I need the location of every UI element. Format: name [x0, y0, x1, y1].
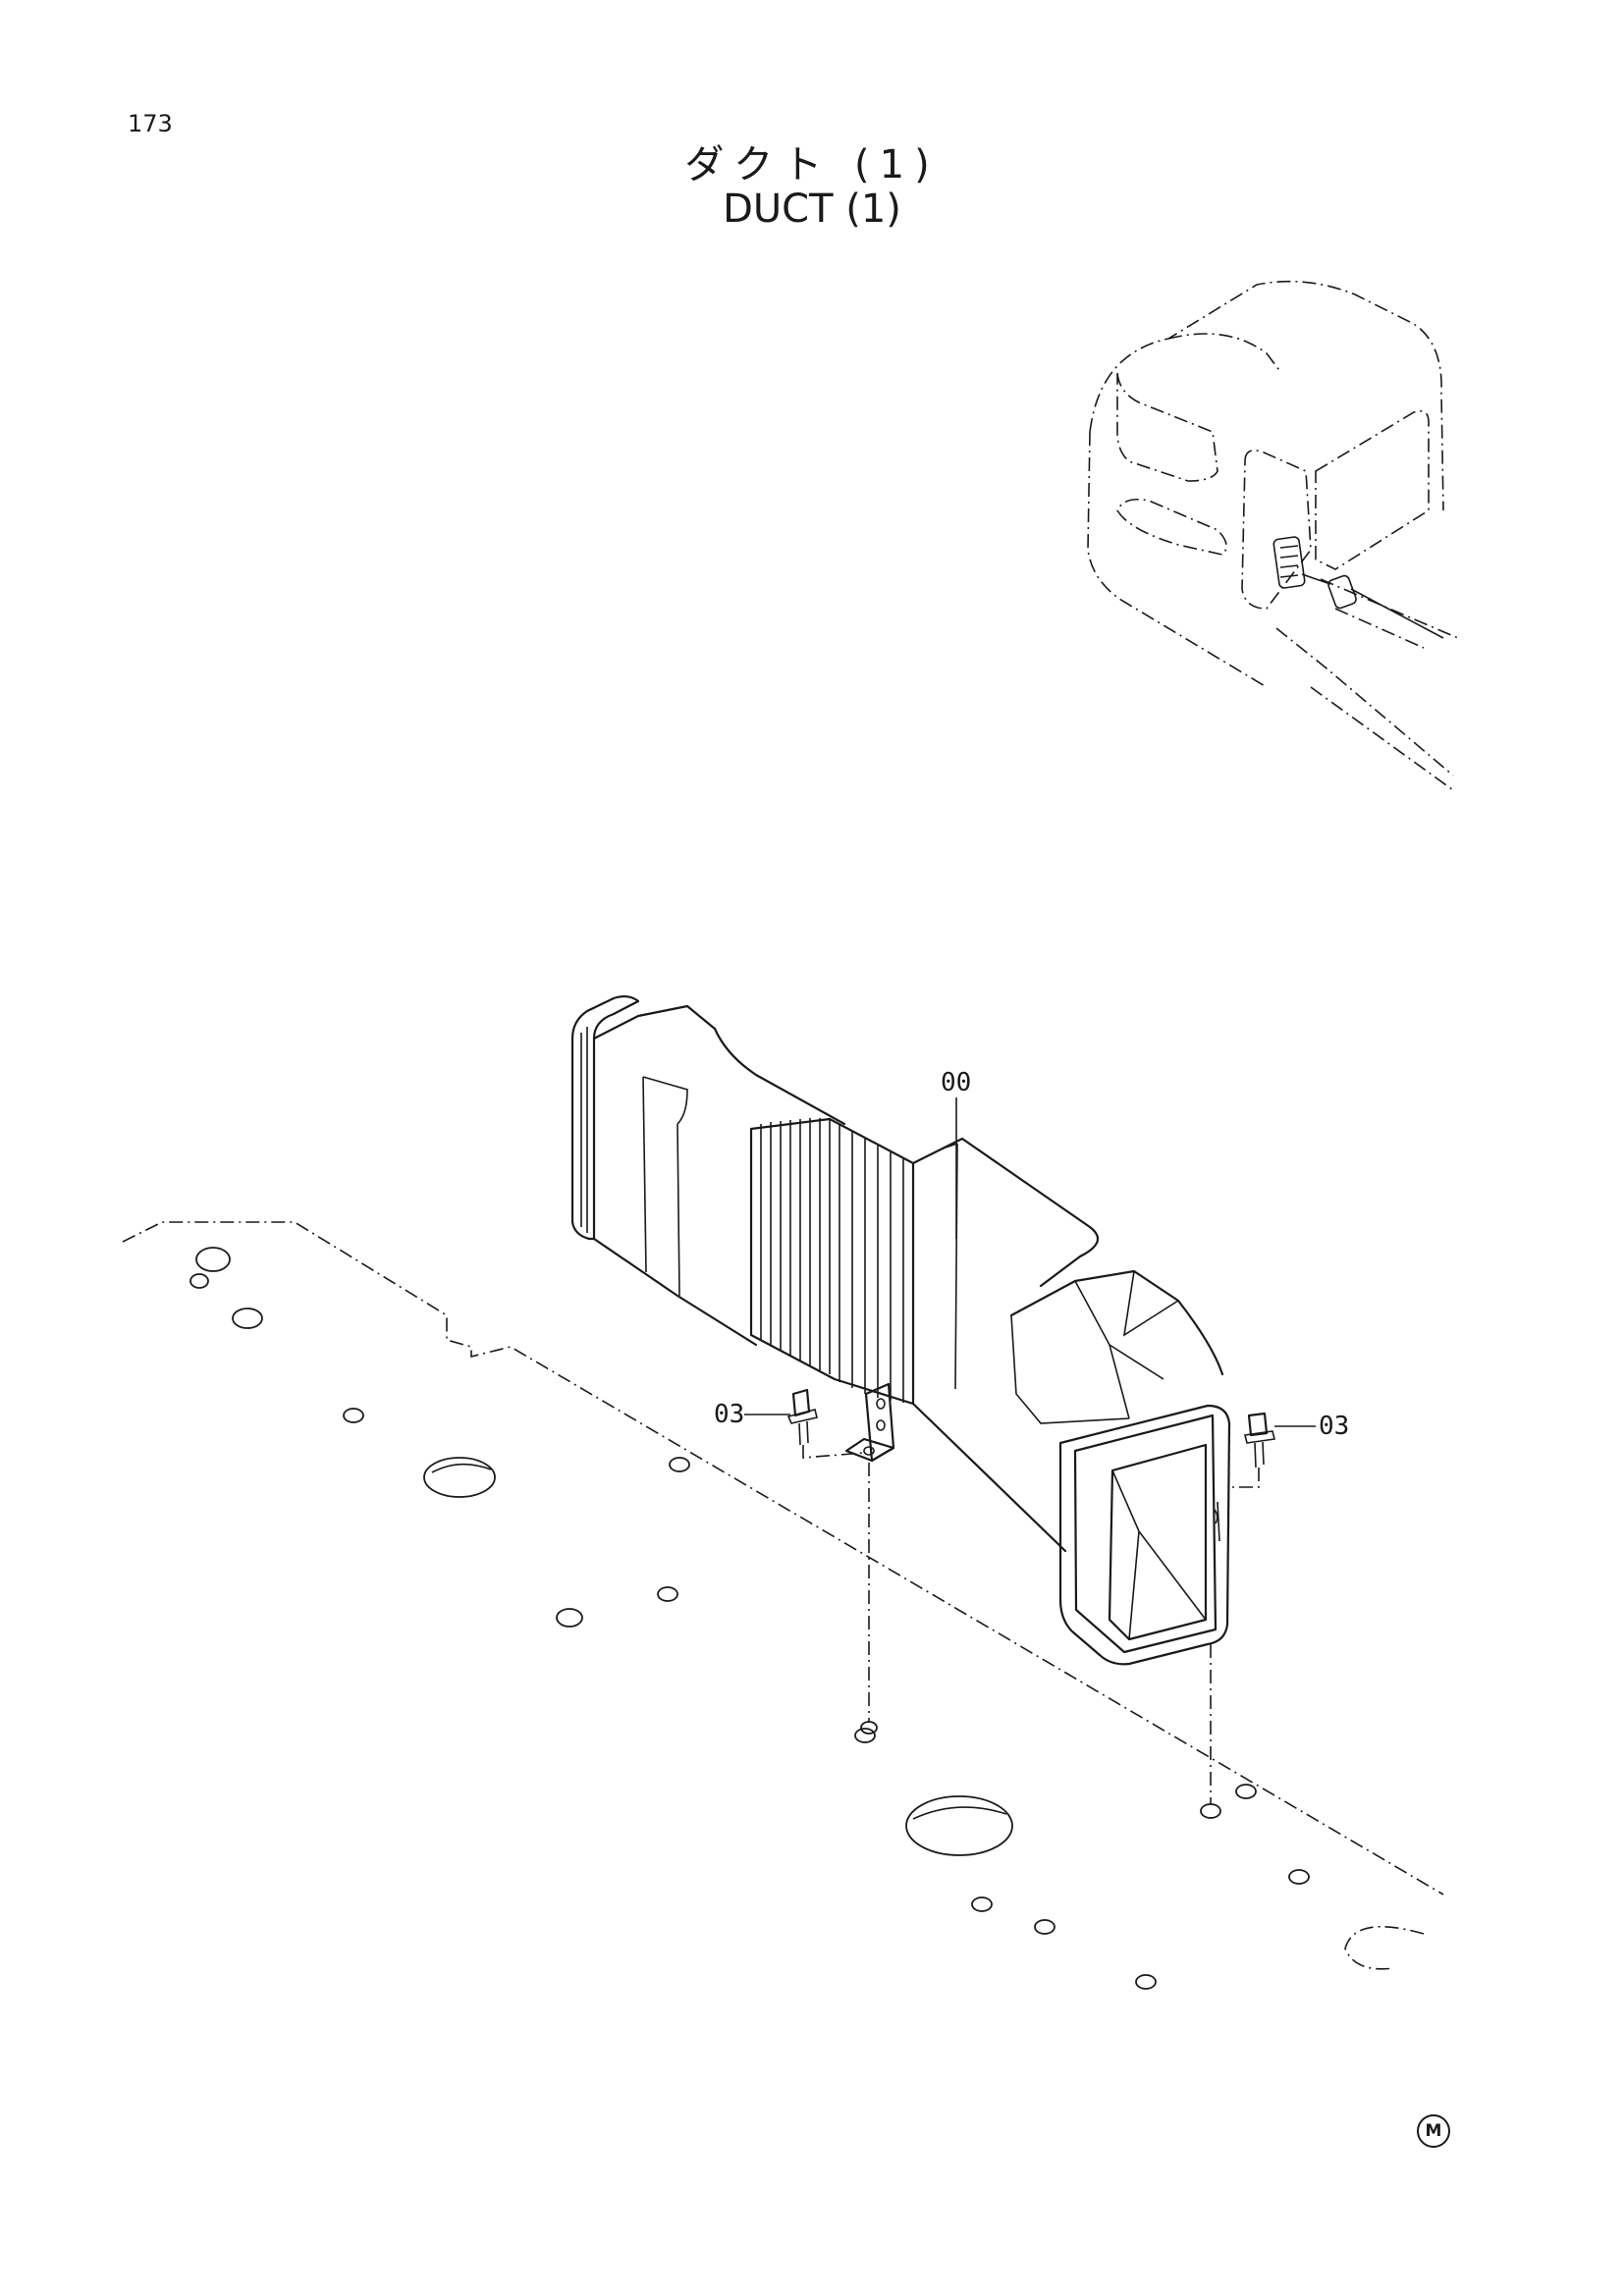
- duct-assembly-icon: [570, 994, 1231, 1666]
- page-number: 173: [128, 110, 173, 137]
- frame-outline: [122, 1221, 1444, 1990]
- callout-bolt-left: 03: [714, 1400, 745, 1429]
- bracket-icon: [844, 1382, 895, 1463]
- bolt-icon: [786, 1388, 865, 1459]
- page-title-japanese: ダクト (1): [684, 142, 940, 187]
- callout-duct: 00: [941, 1068, 972, 1097]
- cab-location-icon: [1087, 280, 1459, 791]
- page-title-english: DUCT (1): [723, 187, 901, 232]
- bolt-icon: [1229, 1412, 1275, 1488]
- duct-outlet: [1058, 1404, 1231, 1666]
- circled-m-icon: M: [1417, 2114, 1450, 2148]
- bellows: [749, 1117, 915, 1406]
- callout-bolt-right: 03: [1319, 1412, 1350, 1441]
